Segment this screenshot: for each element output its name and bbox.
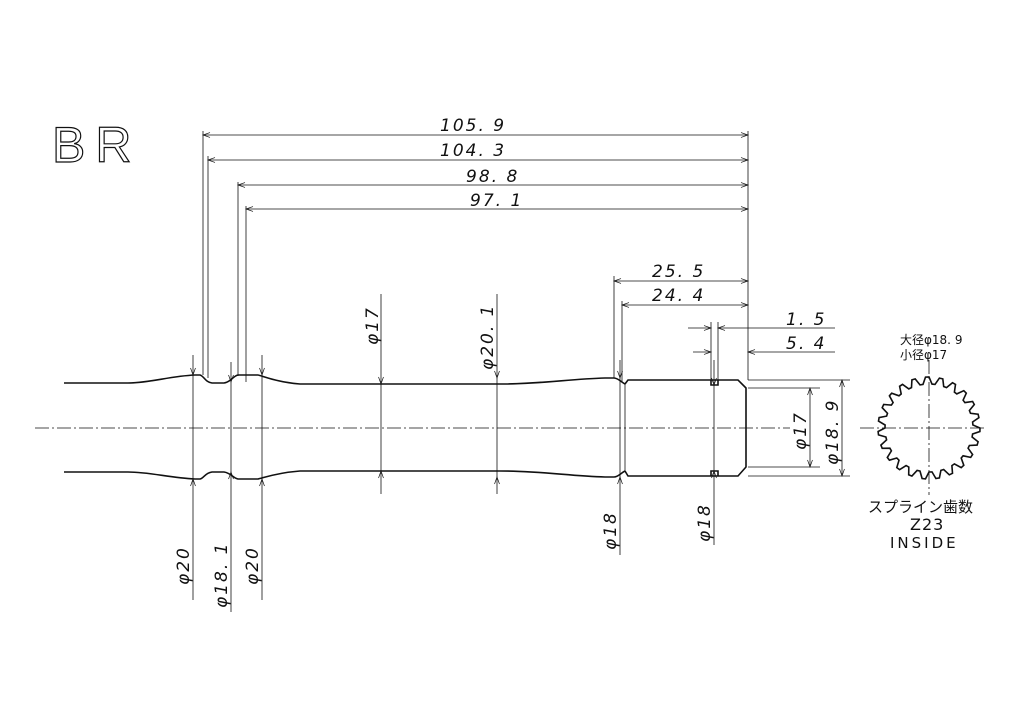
dim-105-9: 105. 9 [440, 116, 506, 136]
shaft-outline [35, 374, 790, 480]
dim-phi20-a: φ20 [174, 546, 194, 585]
spline-label: スプライン歯数 [868, 498, 973, 516]
spline-position: INSIDE [890, 534, 959, 552]
dim-phi18-1: φ18. 1 [212, 542, 232, 608]
dim-phi20-1-top: φ20. 1 [478, 304, 498, 370]
dim-phi18-9-right: φ18. 9 [823, 399, 843, 465]
dim-97-1: 97. 1 [470, 191, 523, 211]
dim-phi17-top: φ17 [363, 306, 383, 345]
dim-25-5: 25. 5 [652, 262, 705, 282]
dim-98-8: 98. 8 [466, 167, 519, 187]
spline-teeth: Z23 [910, 515, 944, 534]
dim-24-4: 24. 4 [652, 286, 705, 306]
drawing-title: BR [52, 117, 141, 173]
spline-gear-profile [877, 376, 981, 480]
dim-5-4: 5. 4 [786, 334, 826, 354]
dim-phi18-b: φ18 [695, 503, 715, 542]
dim-phi20-b: φ20 [243, 546, 263, 585]
dim-1-5: 1. 5 [786, 310, 826, 330]
dim-phi17-right: φ17 [791, 411, 811, 450]
spline-major-diameter: 大径φ18. 9 [900, 333, 962, 347]
dim-phi18-a: φ18 [601, 511, 621, 550]
spline-section: 大径φ18. 9 小径φ17 スプライン歯数 Z23 INSIDE [860, 333, 985, 552]
diameter-dimensions: φ17 φ20. 1 φ20 φ18. 1 φ20 φ18 φ18 [174, 294, 850, 612]
spline-minor-diameter: 小径φ17 [900, 348, 947, 362]
length-dimensions: 105. 9 104. 3 98. 8 97. 1 25. 5 24. 4 1.… [201, 116, 835, 382]
dim-104-3: 104. 3 [440, 141, 506, 161]
